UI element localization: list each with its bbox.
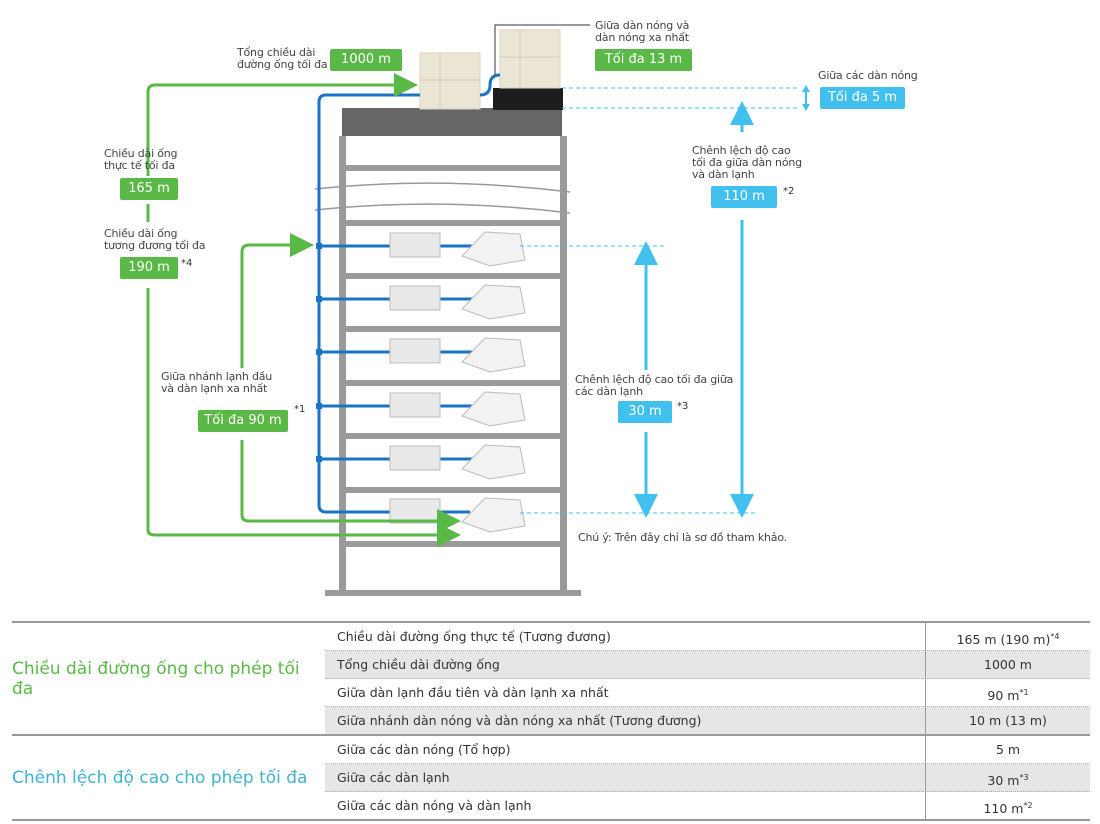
table-row: Tổng chiều dài đường ống 1000 m xyxy=(325,651,1090,679)
value-note: *4 xyxy=(1050,632,1060,641)
table-row: Giữa các dàn nóng và dàn lạnh 110 m*2 xyxy=(325,792,1090,819)
value-text: 1000 m xyxy=(984,657,1032,672)
between-outdoor-badge: Tối đa 5 m xyxy=(820,87,905,109)
value-text: 30 m xyxy=(987,773,1020,789)
table-group: Chênh lệch độ cao cho phép tối đa Giữa cá… xyxy=(12,736,1090,821)
first-branch-badge: Tối đa 90 m xyxy=(198,410,288,432)
outdoor-farthest-badge: Tối đa 13 m xyxy=(595,49,692,71)
value-text: 90 m xyxy=(987,688,1020,704)
cassette-indoor-unit xyxy=(461,284,526,320)
roof-slab xyxy=(342,108,562,136)
height-lines xyxy=(520,85,810,518)
table-row: Giữa dàn lạnh đầu tiên và dàn lạnh xa nh… xyxy=(325,679,1090,707)
value-text: 165 m (190 m) xyxy=(956,632,1051,648)
first-branch-label: Giữa nhánh lạnh đầu và dàn lạnh xa nhất xyxy=(161,370,273,395)
duct-indoor-unit xyxy=(389,445,441,471)
row-value: 110 m*2 xyxy=(925,792,1090,819)
pipe-length-lines xyxy=(146,73,461,547)
building-column-right xyxy=(560,136,567,596)
value-note: *1 xyxy=(1019,688,1029,697)
cassette-indoor-unit xyxy=(461,337,526,373)
indoor-units xyxy=(389,231,526,533)
row-name: Giữa dàn lạnh đầu tiên và dàn lạnh xa nh… xyxy=(337,685,609,700)
table-group: Chiều dài đường ống cho phép tối đa Chiều… xyxy=(12,623,1090,736)
break-line-top xyxy=(314,182,571,193)
actual-length-badge: 165 m xyxy=(120,178,178,200)
table-row: Giữa các dàn lạnh 30 m*3 xyxy=(325,764,1090,792)
value-text: 110 m xyxy=(983,801,1024,817)
row-name: Giữa các dàn nóng và dàn lạnh xyxy=(337,798,532,813)
outdoor-unit-2 xyxy=(499,29,561,89)
row-name: Tổng chiều dài đường ống xyxy=(337,657,500,672)
row-value: 90 m*1 xyxy=(925,679,1090,706)
note-3: *3 xyxy=(677,401,689,412)
row-name: Giữa các dàn lạnh xyxy=(337,770,450,785)
cassette-indoor-unit xyxy=(461,391,526,427)
spec-table: Chiều dài đường ống cho phép tối đa Chiều… xyxy=(12,621,1090,821)
total-pipe-label: Tổng chiều dài đường ống tối đa xyxy=(237,46,328,71)
equivalent-length-badge: 190 m xyxy=(120,257,178,279)
row-value: 10 m (13 m) xyxy=(925,707,1090,734)
cassette-indoor-unit xyxy=(461,497,526,533)
value-note: *3 xyxy=(1019,773,1029,782)
row-name: Giữa các dàn nóng (Tổ hợp) xyxy=(337,742,511,757)
equivalent-length-label: Chiều dài ống tương đương tối đa xyxy=(104,227,206,252)
table-row: Giữa các dàn nóng (Tổ hợp) 5 m xyxy=(325,736,1090,764)
row-value: 165 m (190 m)*4 xyxy=(925,623,1090,650)
outdoor-farthest-label: Giữa dàn nóng và dàn nóng xa nhất xyxy=(595,19,690,44)
duct-indoor-unit xyxy=(389,392,441,418)
group-title: Chiều dài đường ống cho phép tối đa xyxy=(12,658,300,699)
building-column-left xyxy=(339,136,346,596)
cassette-indoor-unit xyxy=(461,231,526,267)
duct-indoor-unit xyxy=(389,338,441,364)
height-indoor-label: Chênh lệch độ cao tối đa giữa các dàn lạ… xyxy=(575,373,734,398)
note-1: *1 xyxy=(294,404,306,415)
row-name: Giữa nhánh dàn nóng và dàn nóng xa nhất … xyxy=(337,713,702,728)
ground xyxy=(325,590,581,596)
note-4: *4 xyxy=(181,258,193,269)
row-value: 30 m*3 xyxy=(925,764,1090,791)
footnote: Chú ý: Trên đây chỉ là sơ đồ tham khảo. xyxy=(578,531,787,544)
height-indoor-badge: 30 m xyxy=(618,401,672,423)
height-outdoor-indoor-badge: 110 m xyxy=(711,186,777,208)
table-row: Chiều dài đường ống thực tế (Tương đương… xyxy=(325,623,1090,651)
table-row: Giữa nhánh dàn nóng và dàn nóng xa nhất … xyxy=(325,707,1090,734)
height-outdoor-indoor-label: Chênh lệch độ cao tối đa giữa dàn nóng v… xyxy=(692,144,802,181)
value-text: 5 m xyxy=(995,742,1021,757)
piping-diagram: Tổng chiều dài đường ống tối đa 1000 m G… xyxy=(104,19,918,596)
value-text: 10 m (13 m) xyxy=(969,713,1047,728)
duct-indoor-unit xyxy=(389,232,441,258)
row-value: 5 m xyxy=(925,736,1090,763)
outdoor-units xyxy=(419,24,590,110)
break-line-bottom xyxy=(314,203,571,214)
duct-indoor-unit xyxy=(389,498,441,524)
total-pipe-badge: 1000 m xyxy=(330,49,402,71)
note-2: *2 xyxy=(783,186,795,197)
group-title: Chênh lệch độ cao cho phép tối đa xyxy=(12,767,308,788)
between-outdoor-label: Giữa các dàn nóng xyxy=(818,69,918,82)
outdoor-unit-1 xyxy=(419,52,481,110)
row-value: 1000 m xyxy=(925,651,1090,678)
duct-indoor-unit xyxy=(389,285,441,311)
diagram-drawing xyxy=(146,24,810,596)
actual-length-label: Chiều dài ống thực tế tối đa xyxy=(104,147,178,172)
row-name: Chiều dài đường ống thực tế (Tương đương… xyxy=(337,629,611,644)
building xyxy=(314,108,581,596)
outdoor-platform xyxy=(493,88,563,110)
cassette-indoor-unit xyxy=(461,444,526,480)
value-note: *2 xyxy=(1023,801,1033,810)
